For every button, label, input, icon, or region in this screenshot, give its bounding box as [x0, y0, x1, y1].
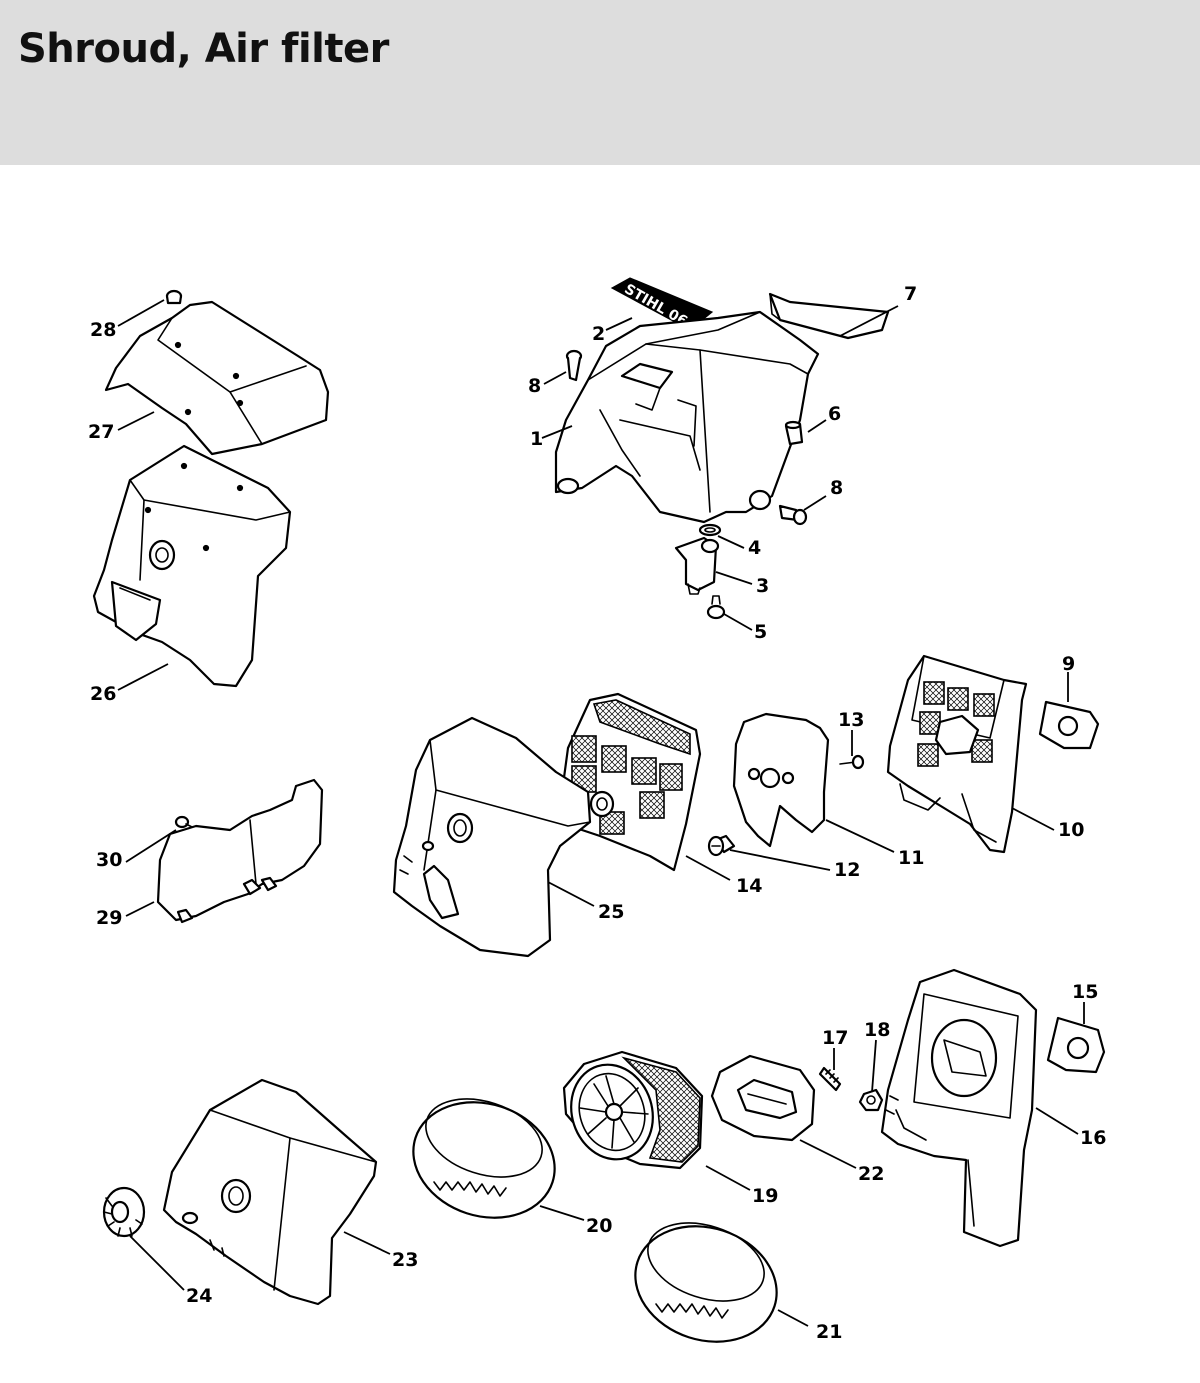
part-11-bracket-plate [732, 712, 830, 848]
callout-20: 20 [586, 1215, 612, 1237]
part-8-screw-upper [565, 349, 583, 382]
leader-2 [605, 317, 633, 331]
part-21-filter-band [634, 1222, 778, 1343]
callout-24: 24 [186, 1285, 212, 1307]
part-13-screw [839, 754, 865, 770]
callout-14: 14 [736, 875, 762, 897]
callout-30: 30 [96, 849, 122, 871]
callout-8-lower: 8 [830, 477, 843, 499]
part-14-air-filter-panel [556, 692, 702, 872]
leader-8-lower [803, 495, 827, 511]
leader-14 [685, 855, 731, 881]
leader-26 [117, 663, 169, 691]
callout-16: 16 [1080, 1127, 1106, 1149]
leader-1 [541, 425, 573, 439]
callout-19: 19 [752, 1185, 778, 1207]
leader-4 [717, 535, 745, 549]
callout-26: 26 [90, 683, 116, 705]
part-16-filter-base [880, 968, 1038, 1248]
leader-29 [125, 901, 155, 917]
leader-12 [729, 849, 831, 871]
callout-21: 21 [816, 1321, 842, 1343]
page-title: Shroud, Air filter [18, 26, 389, 72]
part-6-grommet [784, 420, 804, 446]
leader-21 [777, 1309, 809, 1327]
part-27-top-cover [104, 300, 330, 456]
callout-15: 15 [1072, 981, 1098, 1003]
part-24-knob [102, 1186, 146, 1238]
part-3-valve [674, 536, 720, 595]
leader-5 [723, 613, 753, 631]
callout-labels: 1 2 3 4 5 6 7 8 8 9 10 11 12 13 14 15 16… [88, 283, 1106, 1343]
leader-19 [705, 1165, 751, 1191]
part-28-nut [165, 289, 183, 305]
callout-28: 28 [90, 319, 116, 341]
leader-25 [547, 881, 595, 907]
callout-4: 4 [748, 537, 761, 559]
part-26-front-shroud [92, 444, 292, 688]
leader-20 [539, 1205, 585, 1221]
leader-8-upper [543, 371, 567, 385]
leader-3 [715, 571, 753, 585]
leader-6 [807, 419, 827, 433]
callout-3: 3 [756, 575, 769, 597]
part-19-air-filter [562, 1050, 704, 1170]
part-10-filter-base [886, 654, 1028, 854]
leader-28 [117, 299, 165, 327]
part-29-deflector-plate [156, 778, 324, 924]
leader-22 [799, 1139, 857, 1169]
callout-9: 9 [1062, 653, 1075, 675]
part-5-screw [706, 595, 726, 620]
leader-18 [871, 1039, 877, 1093]
callout-25: 25 [598, 901, 624, 923]
part-9-gasket [1038, 700, 1100, 750]
callout-7: 7 [904, 283, 917, 305]
callout-10: 10 [1058, 819, 1084, 841]
part-23-filter-cover [162, 1078, 378, 1306]
part-22-pre-filter [710, 1054, 816, 1142]
callout-11: 11 [898, 847, 924, 869]
callout-6: 6 [828, 403, 841, 425]
leader-27 [117, 411, 155, 431]
part-17-stud [818, 1066, 842, 1092]
part-18-nut [858, 1088, 884, 1112]
callout-8-upper: 8 [528, 375, 541, 397]
callout-17: 17 [822, 1027, 848, 1049]
leader-11 [825, 819, 895, 853]
part-8-screw-lower [778, 504, 808, 526]
leader-16 [1035, 1107, 1079, 1135]
callout-18: 18 [864, 1019, 890, 1041]
callout-12: 12 [834, 859, 860, 881]
leader-lines [117, 299, 1085, 1327]
part-12-screw [707, 834, 736, 857]
callout-29: 29 [96, 907, 122, 929]
callout-1: 1 [530, 428, 543, 450]
leader-23 [343, 1231, 391, 1255]
callout-23: 23 [392, 1249, 418, 1271]
leader-10 [1011, 807, 1055, 831]
part-20-filter-band [412, 1098, 556, 1219]
callout-22: 22 [858, 1163, 884, 1185]
callout-2: 2 [592, 323, 605, 345]
callout-13: 13 [838, 709, 864, 731]
callout-27: 27 [88, 421, 114, 443]
leader-30 [125, 829, 177, 863]
part-25-main-shroud [392, 716, 592, 958]
callout-5: 5 [754, 621, 767, 643]
part-1-shroud [554, 310, 820, 524]
leader-24 [129, 1235, 185, 1291]
leader-7 [839, 305, 899, 337]
part-4-o-ring [698, 523, 722, 537]
page-header: Shroud, Air filter [0, 0, 1200, 165]
part-15-gasket [1046, 1016, 1106, 1074]
